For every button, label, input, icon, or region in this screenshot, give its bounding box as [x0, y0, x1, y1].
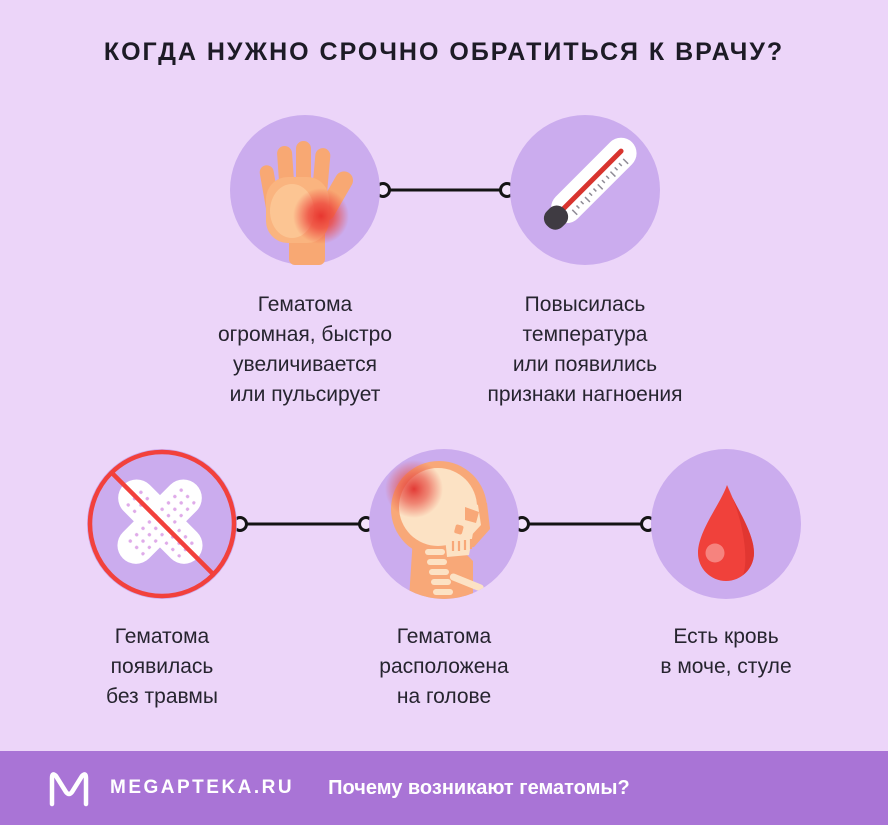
head-hematoma-icon — [385, 460, 490, 599]
caption-no-bandage: Гематома появилась без травмы — [106, 625, 218, 708]
icon-circle-thermometer — [510, 115, 660, 265]
caption-head: Гематома расположена на голове — [379, 625, 509, 708]
bruised-hand-icon — [259, 141, 353, 265]
megapteka-logo-icon — [49, 772, 89, 807]
icon-circle-no-bandage — [87, 449, 237, 599]
thermometer-icon — [543, 137, 637, 230]
blood-drop-icon — [698, 485, 754, 581]
icon-circle-head — [369, 449, 519, 599]
connector-row2-right — [514, 516, 656, 532]
connector-row2-left — [232, 516, 374, 532]
caption-hand: Гематома огромная, быстро увеличивается … — [217, 293, 393, 406]
icon-circle-hand — [230, 115, 380, 265]
caption-thermometer: Повысилась температура или появились при… — [487, 293, 683, 406]
icon-circle-blood-drop — [651, 449, 801, 599]
brand-logo: MEGAPTEKA.RU — [44, 766, 294, 810]
no-bandage-icon — [87, 449, 237, 599]
connector-row1 — [375, 182, 515, 198]
caption-blood-drop: Есть кровь в моче, стуле — [660, 625, 792, 678]
footer-bar: MEGAPTEKA.RU Почему возникают гематомы? — [0, 751, 888, 825]
brand-name: MEGAPTEKA.RU — [110, 777, 295, 798]
page-title: КОГДА НУЖНО СРОЧНО ОБРАТИТЬСЯ К ВРАЧУ? — [103, 38, 785, 66]
footer-question-link[interactable]: Почему возникают гематомы? — [328, 776, 630, 799]
